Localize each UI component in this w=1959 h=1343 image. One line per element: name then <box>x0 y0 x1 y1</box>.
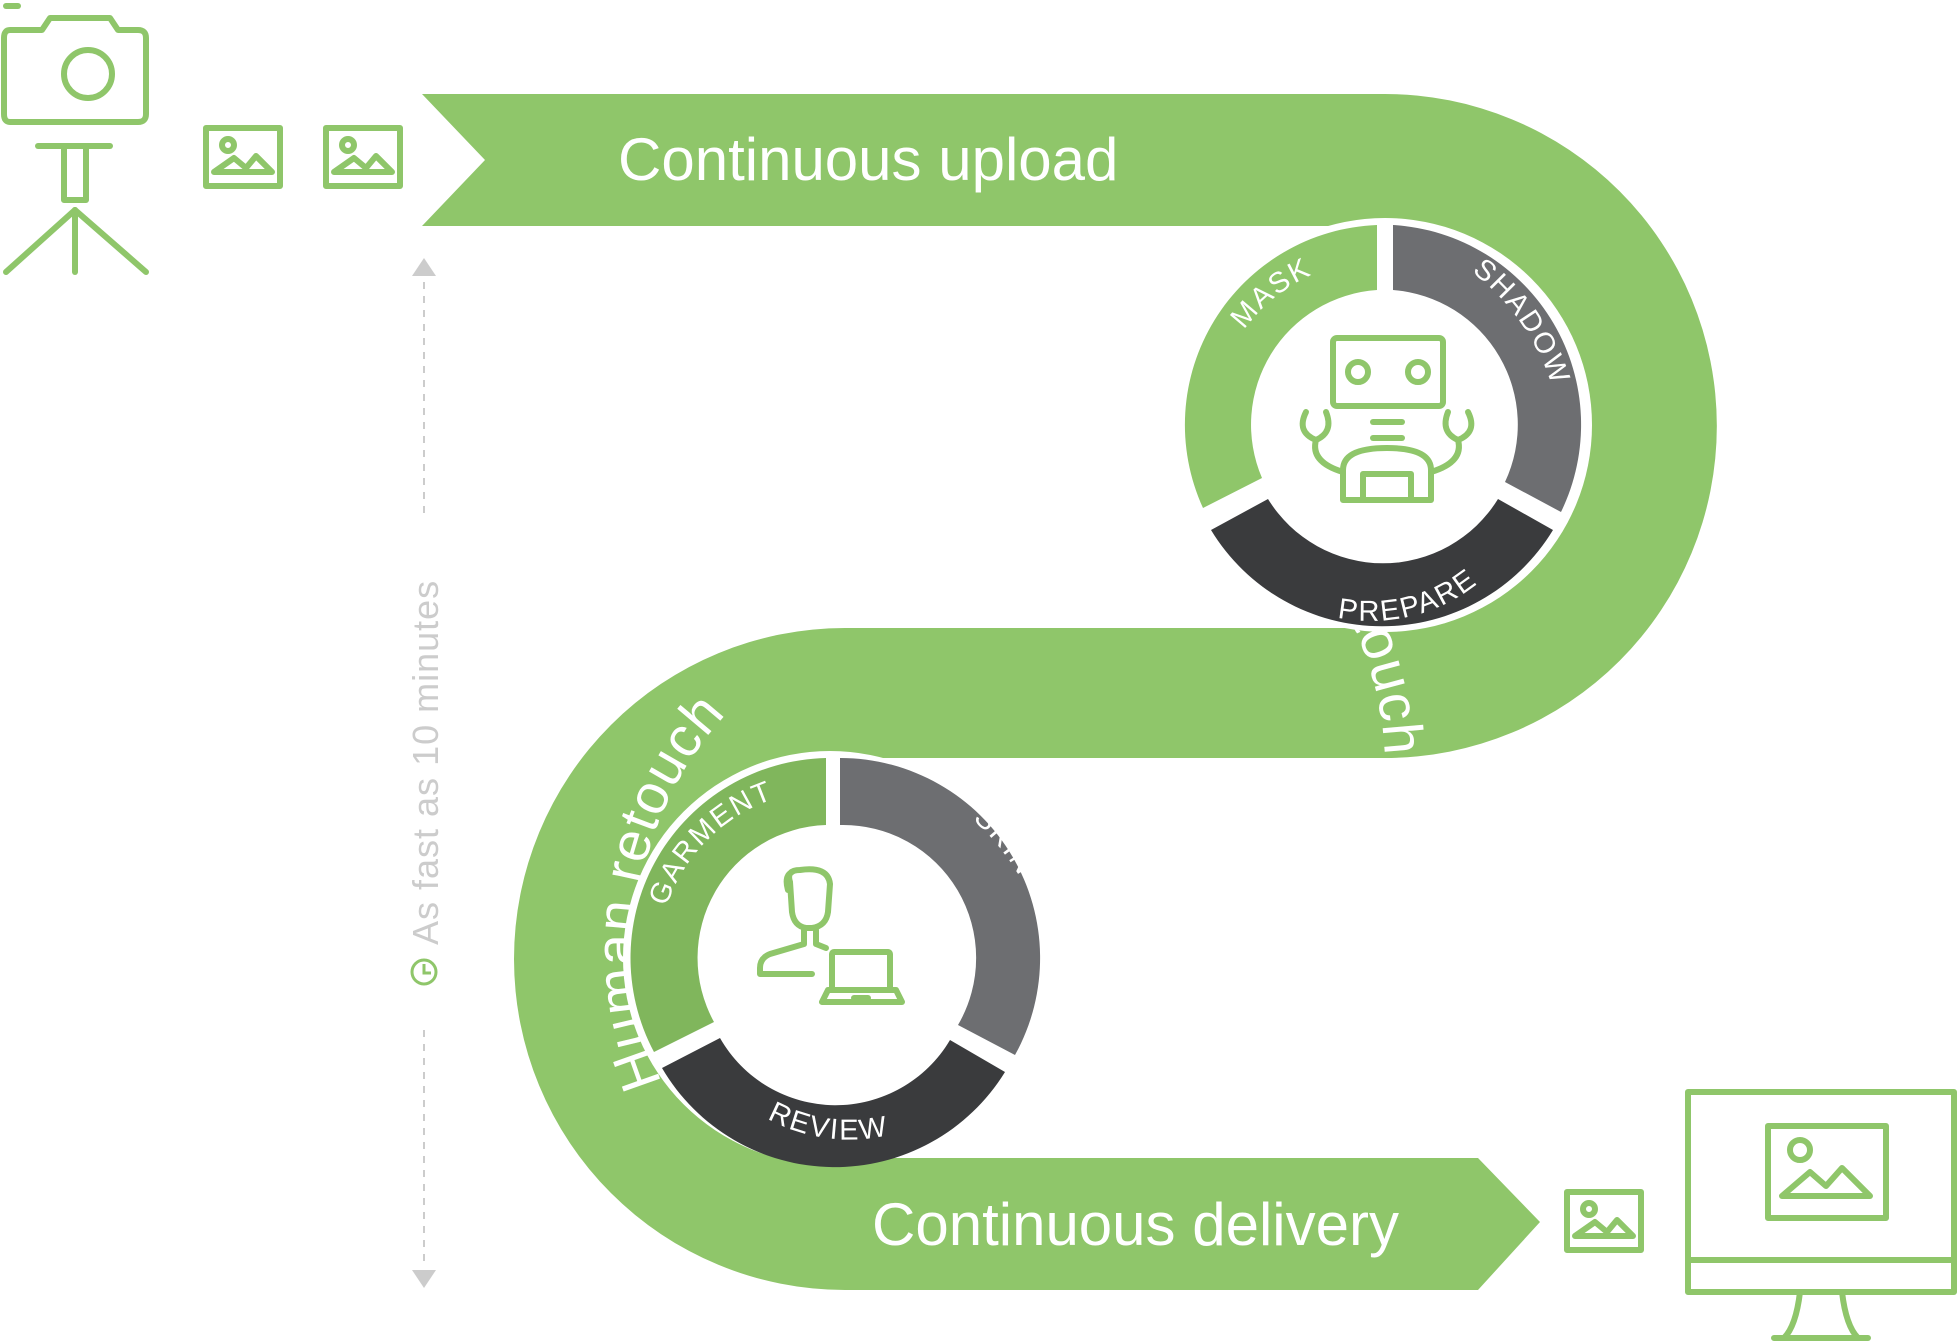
robot-arm-right <box>1428 409 1475 475</box>
tripod-leg-left <box>3 207 78 275</box>
camera-lens <box>61 47 115 101</box>
robot-icon <box>1299 335 1475 503</box>
ai-segment-mask <box>1184 225 1377 508</box>
image-sun <box>339 136 357 154</box>
robot-eye-left <box>1345 359 1371 385</box>
image-icon <box>203 125 283 189</box>
timing-arrow-down <box>412 1270 436 1288</box>
ai-retouch-ring: MASK SHADOW PREPARE <box>1178 218 1592 632</box>
clock-icon <box>410 958 438 986</box>
ai-segment-shadow <box>1393 225 1582 512</box>
human-retouch-ring: GARMENT SKIN REVIEW <box>623 751 1041 1168</box>
timing-indicator: As fast as 10 minutes <box>405 258 446 1288</box>
person-with-laptop-icon <box>757 866 905 1005</box>
image-sun <box>219 136 237 154</box>
monitor-image-mountains <box>1779 1165 1873 1199</box>
robot-eye-right <box>1405 359 1431 385</box>
stage-upload-label: Continuous upload <box>618 126 1118 193</box>
camera-on-tripod-icon <box>1 3 149 275</box>
human-segment-skin <box>840 758 1041 1055</box>
ai-segment-prepare <box>1211 499 1553 627</box>
image-mountains <box>1572 1217 1636 1239</box>
robot-body <box>1340 445 1434 503</box>
laptop-base <box>819 987 905 1005</box>
person-shoulder <box>813 927 829 951</box>
image-frame <box>323 125 403 189</box>
tripod-leg-right <box>72 207 149 275</box>
camera-body <box>1 15 149 125</box>
robot-head <box>1330 335 1446 409</box>
timing-arrow-up <box>412 258 436 276</box>
monitor-image-sun <box>1787 1137 1813 1163</box>
clock-face <box>410 958 438 986</box>
monitor-image-frame <box>1765 1123 1889 1221</box>
timing-label: As fast as 10 minutes <box>405 580 446 945</box>
person-body <box>757 927 815 977</box>
monitor-icon <box>1685 1089 1957 1341</box>
image-sun <box>1580 1200 1598 1218</box>
image-mountains <box>331 153 395 175</box>
tripod-column <box>61 143 89 203</box>
human-segment-garment <box>630 758 826 1052</box>
monitor-stand <box>1771 1289 1871 1341</box>
workflow-ribbon <box>422 94 1717 1290</box>
image-mountains <box>211 153 275 175</box>
robot-arm-left <box>1299 409 1346 475</box>
human-segment-review <box>662 1038 1005 1168</box>
image-icon <box>323 125 403 189</box>
monitor-frame <box>1685 1089 1957 1295</box>
ribbon-band <box>422 94 1717 1290</box>
person-hair <box>783 869 795 893</box>
stage-delivery-label: Continuous delivery <box>872 1191 1399 1258</box>
robot-chest <box>1360 471 1414 503</box>
image-frame <box>1564 1189 1644 1253</box>
image-icon <box>1564 1189 1644 1253</box>
image-frame <box>203 125 283 189</box>
clock-hands <box>422 964 431 975</box>
